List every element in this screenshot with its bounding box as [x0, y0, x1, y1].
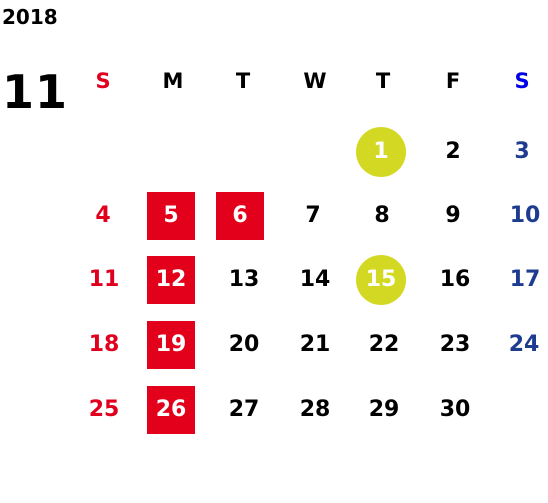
- day-cell-24[interactable]: 24: [508, 332, 540, 357]
- day-cell-1[interactable]: 1: [356, 127, 406, 177]
- weekday-fri: F: [445, 68, 461, 93]
- day-cell-16[interactable]: 16: [439, 267, 471, 292]
- weekday-tue: T: [235, 68, 251, 93]
- day-cell-27[interactable]: 27: [228, 397, 260, 422]
- day-cell-6[interactable]: 6: [216, 192, 264, 240]
- day-cell-13[interactable]: 13: [228, 267, 260, 292]
- day-cell-25[interactable]: 25: [88, 397, 120, 422]
- weekday-sat: S: [514, 68, 530, 93]
- day-cell-17[interactable]: 17: [509, 267, 541, 292]
- day-cell-29[interactable]: 29: [368, 397, 400, 422]
- day-cell-23[interactable]: 23: [439, 332, 471, 357]
- day-cell-18[interactable]: 18: [88, 332, 120, 357]
- day-cell-5[interactable]: 5: [147, 192, 195, 240]
- day-cell-28[interactable]: 28: [299, 397, 331, 422]
- day-cell-9[interactable]: 9: [445, 203, 461, 228]
- day-cell-26[interactable]: 26: [147, 386, 195, 434]
- day-cell-7[interactable]: 7: [305, 203, 321, 228]
- day-cell-3[interactable]: 3: [514, 139, 530, 164]
- year-label: 2018: [2, 5, 58, 29]
- day-cell-2[interactable]: 2: [445, 139, 461, 164]
- day-cell-19[interactable]: 19: [147, 321, 195, 369]
- day-cell-14[interactable]: 14: [299, 267, 331, 292]
- day-cell-30[interactable]: 30: [439, 397, 471, 422]
- day-cell-12[interactable]: 12: [147, 256, 195, 304]
- day-cell-8[interactable]: 8: [374, 203, 390, 228]
- day-cell-21[interactable]: 21: [299, 332, 331, 357]
- day-cell-20[interactable]: 20: [228, 332, 260, 357]
- weekday-thu: T: [375, 68, 391, 93]
- weekday-mon: M: [162, 68, 184, 93]
- day-cell-15[interactable]: 15: [356, 255, 406, 305]
- day-cell-11[interactable]: 11: [88, 267, 120, 292]
- day-cell-22[interactable]: 22: [368, 332, 400, 357]
- day-cell-10[interactable]: 10: [509, 203, 541, 228]
- day-cell-4[interactable]: 4: [95, 203, 111, 228]
- month-number: 11: [2, 65, 69, 119]
- weekday-sun: S: [95, 68, 111, 93]
- weekday-wed: W: [303, 68, 327, 93]
